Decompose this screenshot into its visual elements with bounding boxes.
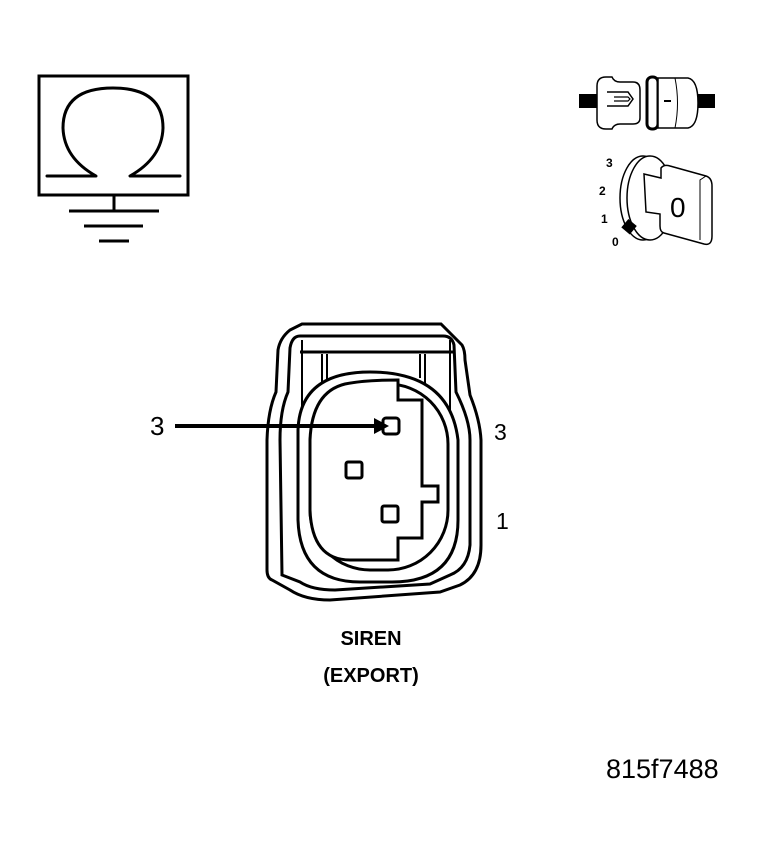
ignition-key-label: 0 xyxy=(670,192,686,223)
connector-side-label-bottom: 1 xyxy=(496,508,509,534)
figure-id: 815f7488 xyxy=(606,754,719,784)
ignition-position-1: 1 xyxy=(601,212,608,226)
ignition-position-2: 2 xyxy=(599,184,606,198)
connector-caption-line1: SIREN xyxy=(340,628,402,650)
callout-pin-number: 3 xyxy=(150,411,165,441)
connector-caption-line2: (EXPORT) xyxy=(323,665,419,687)
connector-side-label-top: 3 xyxy=(494,419,507,445)
ignition-position-0: 0 xyxy=(612,235,619,249)
ignition-position-3: 3 xyxy=(606,156,613,170)
